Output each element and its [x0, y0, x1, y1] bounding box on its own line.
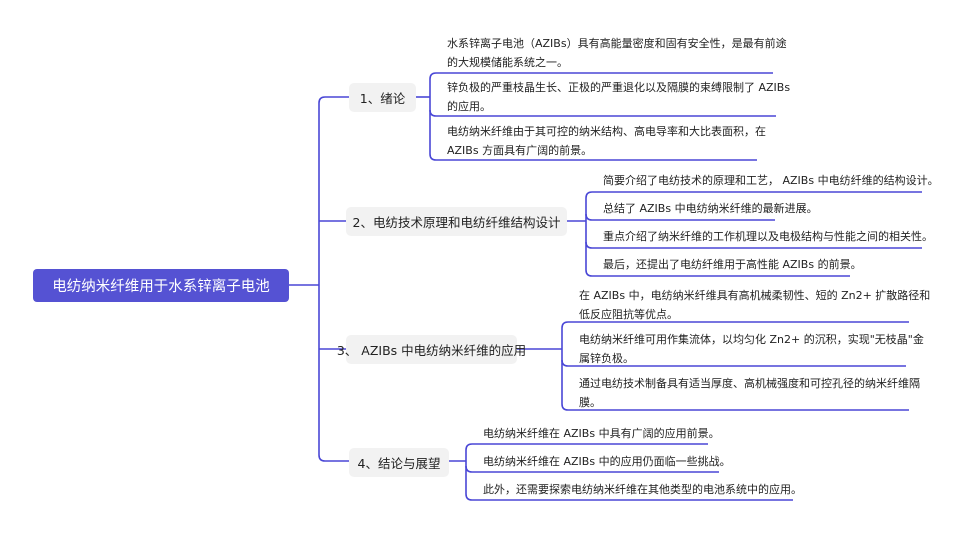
- branch-label: 2、电纺技术原理和电纺纤维结构设计: [352, 215, 561, 230]
- leaf-bracket: [429, 72, 437, 161]
- leaf-topic[interactable]: 重点介绍了纳米纤维的工作机理以及电极结构与性能之间的相关性。: [603, 230, 933, 243]
- leaf-bracket: [561, 321, 569, 411]
- branch-topic-applications[interactable]: 3、 AZIBs 中电纺纳米纤维的应用: [337, 335, 526, 364]
- leaf-topic[interactable]: 电纺纳米纤维在 AZIBs 中的应用仍面临一些挑战。: [483, 455, 731, 468]
- leaf-topic[interactable]: 电纺纳米纤维可用作集流体，以均匀化 Zn2+ 的沉积，实现"无枝晶"金 属锌负极…: [579, 333, 924, 365]
- branch-connector: [318, 454, 349, 462]
- branch-topic-intro[interactable]: 1、绪论: [349, 83, 416, 112]
- leaf-underline-corner: [585, 213, 593, 221]
- leaf-underline-corner: [429, 109, 437, 117]
- branch-topic-conclusion[interactable]: 4、结论与展望: [349, 448, 449, 477]
- branch-label: 1、绪论: [359, 91, 406, 106]
- leaf-topic[interactable]: 简要介绍了电纺技术的原理和工艺， AZIBs 中电纺纤维的结构设计。: [603, 174, 939, 187]
- leaf-underline-corner: [561, 359, 569, 367]
- branch-connector: [318, 96, 349, 104]
- root-topic-label: 电纺纳米纤维用于水系锌离子电池: [52, 279, 270, 295]
- leaf-topic[interactable]: 电纺纳米纤维在 AZIBs 中具有广阔的应用前景。: [483, 427, 720, 440]
- leaf-topic[interactable]: 此外，还需要探索电纺纳米纤维在其他类型的电池系统中的应用。: [483, 483, 802, 496]
- branch-topic-principle-design[interactable]: 2、电纺技术原理和电纺纤维结构设计: [346, 207, 567, 236]
- leaf-topic[interactable]: 通过电纺技术制备具有适当厚度、高机械强度和可控孔径的纳米纤维隔 膜。: [579, 377, 920, 409]
- leaf-topic[interactable]: 水系锌离子电池（AZIBs）具有高能量密度和固有安全性，是最有前途 的大规模储能…: [447, 37, 787, 69]
- leaf-underline-corner: [585, 241, 593, 249]
- leaf-topic[interactable]: 最后，还提出了电纺纤维用于高性能 AZIBs 的前景。: [603, 258, 862, 271]
- leaf-underline-corner: [465, 465, 473, 473]
- leaf-topic[interactable]: 总结了 AZIBs 中电纺纳米纤维的最新进展。: [603, 202, 818, 215]
- branch-label: 4、结论与展望: [357, 456, 441, 471]
- leaf-bracket: [465, 443, 473, 501]
- branch-label: 3、 AZIBs 中电纺纳米纤维的应用: [336, 343, 527, 358]
- leaf-bracket: [585, 191, 593, 277]
- leaf-topic[interactable]: 电纺纳米纤维由于其可控的纳米结构、高电导率和大比表面积，在 AZIBs 方面具有…: [447, 125, 766, 157]
- root-topic[interactable]: 电纺纳米纤维用于水系锌离子电池: [33, 269, 289, 302]
- leaf-topic[interactable]: 在 AZIBs 中，电纺纳米纤维具有高机械柔韧性、短的 Zn2+ 扩散路径和 低…: [579, 289, 931, 321]
- leaf-topic[interactable]: 锌负极的严重枝晶生长、正极的严重退化以及隔膜的束缚限制了 AZIBs 的应用。: [447, 81, 791, 113]
